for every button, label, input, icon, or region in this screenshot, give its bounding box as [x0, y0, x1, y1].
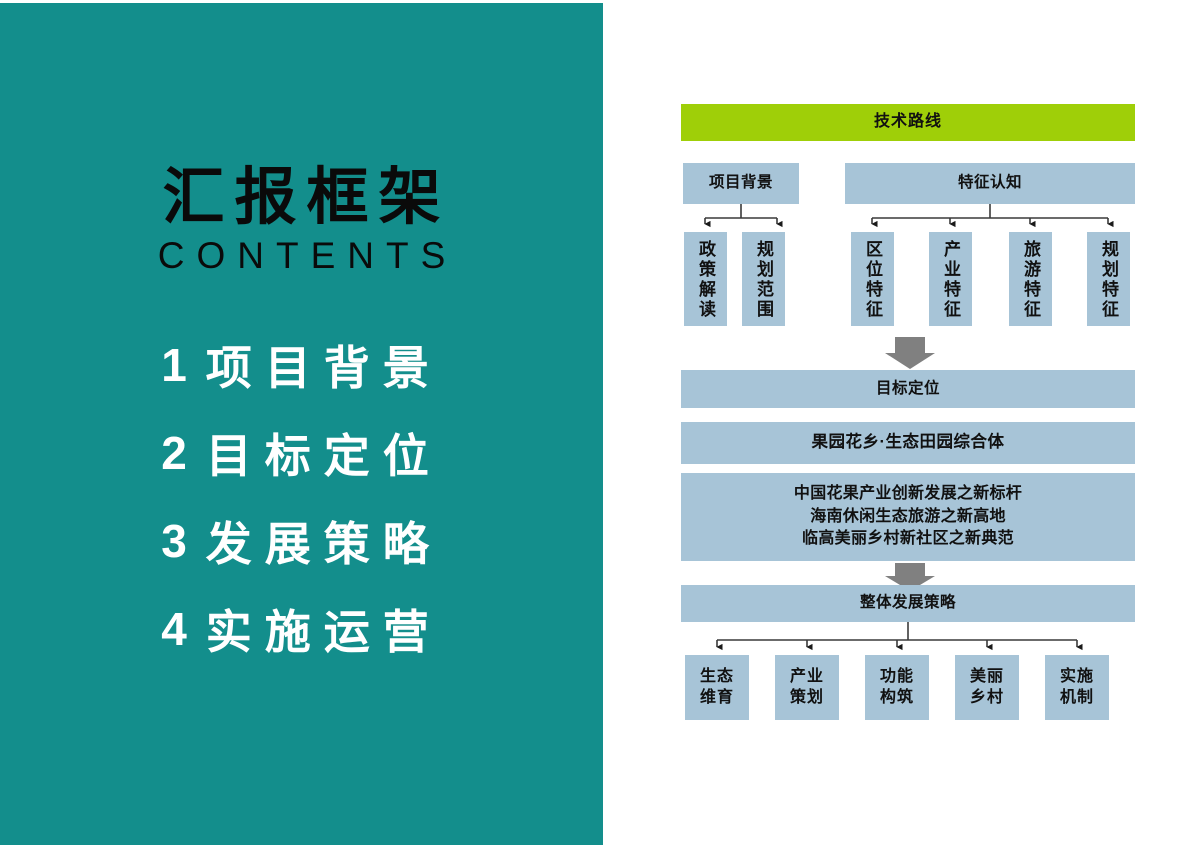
node-tourism-feature[interactable]: 旅游特征: [1009, 232, 1052, 326]
contents-title-block: 汇报框架 CONTENTS: [0, 166, 603, 281]
node-label-line: 维育: [699, 688, 734, 706]
node-label-line: 美丽: [969, 667, 1004, 685]
positioning-statement-line: 临高美丽乡村新社区之新典范: [802, 530, 1014, 548]
list-item-label: 目标定位: [205, 430, 442, 482]
node-ecological-maintenance[interactable]: 生态 维育: [685, 655, 749, 720]
technical-route-diagram: 技术路线 项目背景 特征认知 政策解读 规划范围 区位特征 产业特征 旅游特征 …: [603, 0, 1200, 848]
section-header-goal-positioning[interactable]: 目标定位: [681, 370, 1135, 408]
node-beautiful-village[interactable]: 美丽 乡村: [955, 655, 1019, 720]
list-item[interactable]: 1 项目背景: [0, 321, 603, 409]
down-block-arrow-icon: [885, 337, 935, 369]
node-label-line: 产业: [789, 667, 824, 685]
node-label-line: 乡村: [969, 688, 1004, 706]
node-industry-feature[interactable]: 产业特征: [929, 232, 972, 326]
positioning-statement-line: 中国花果产业创新发展之新标杆: [793, 484, 1023, 502]
list-item-number: 4: [161, 603, 187, 655]
list-item[interactable]: 2 目标定位: [0, 409, 603, 497]
list-item[interactable]: 4 实施运营: [0, 585, 603, 673]
node-label-line: 功能: [879, 667, 914, 685]
positioning-slogan[interactable]: 果园花乡·生态田园综合体: [681, 422, 1135, 464]
list-item-number: 3: [161, 515, 187, 567]
node-functional-construction[interactable]: 功能 构筑: [865, 655, 929, 720]
contents-list: 1 项目背景 2 目标定位 3 发展策略 4 实施运营: [0, 321, 603, 673]
list-item-label: 项目背景: [205, 342, 442, 394]
list-item[interactable]: 3 发展策略: [0, 497, 603, 585]
section-header-overall-strategy[interactable]: 整体发展策略: [681, 585, 1135, 622]
node-industry-planning[interactable]: 产业 策划: [775, 655, 839, 720]
node-implementation-mechanism[interactable]: 实施 机制: [1045, 655, 1109, 720]
node-location-feature[interactable]: 区位特征: [851, 232, 894, 326]
node-policy-interpretation[interactable]: 政策解读: [684, 232, 727, 326]
page-subtitle: CONTENTS: [157, 235, 458, 277]
node-label-line: 机制: [1059, 688, 1094, 706]
positioning-statements[interactable]: 中国花果产业创新发展之新标杆 海南休闲生态旅游之新高地 临高美丽乡村新社区之新典…: [681, 473, 1135, 561]
group-header-feature-cognition[interactable]: 特征认知: [845, 163, 1135, 204]
group-header-project-background[interactable]: 项目背景: [683, 163, 799, 204]
node-planning-feature[interactable]: 规划特征: [1087, 232, 1130, 326]
node-label-line: 策划: [789, 688, 824, 706]
node-label-line: 实施: [1059, 667, 1094, 685]
contents-panel: 汇报框架 CONTENTS 1 项目背景 2 目标定位 3 发展策略 4 实施运…: [0, 3, 603, 845]
diagram-header: 技术路线: [681, 104, 1135, 141]
node-label-line: 构筑: [879, 688, 914, 706]
list-item-number: 1: [161, 339, 187, 391]
list-item-number: 2: [161, 427, 187, 479]
list-item-label: 实施运营: [205, 606, 442, 658]
node-label-line: 生态: [699, 667, 734, 685]
page-title: 汇报框架: [162, 163, 451, 232]
positioning-statement-line: 海南休闲生态旅游之新高地: [810, 507, 1006, 525]
node-planning-scope[interactable]: 规划范围: [742, 232, 785, 326]
list-item-label: 发展策略: [205, 518, 442, 570]
